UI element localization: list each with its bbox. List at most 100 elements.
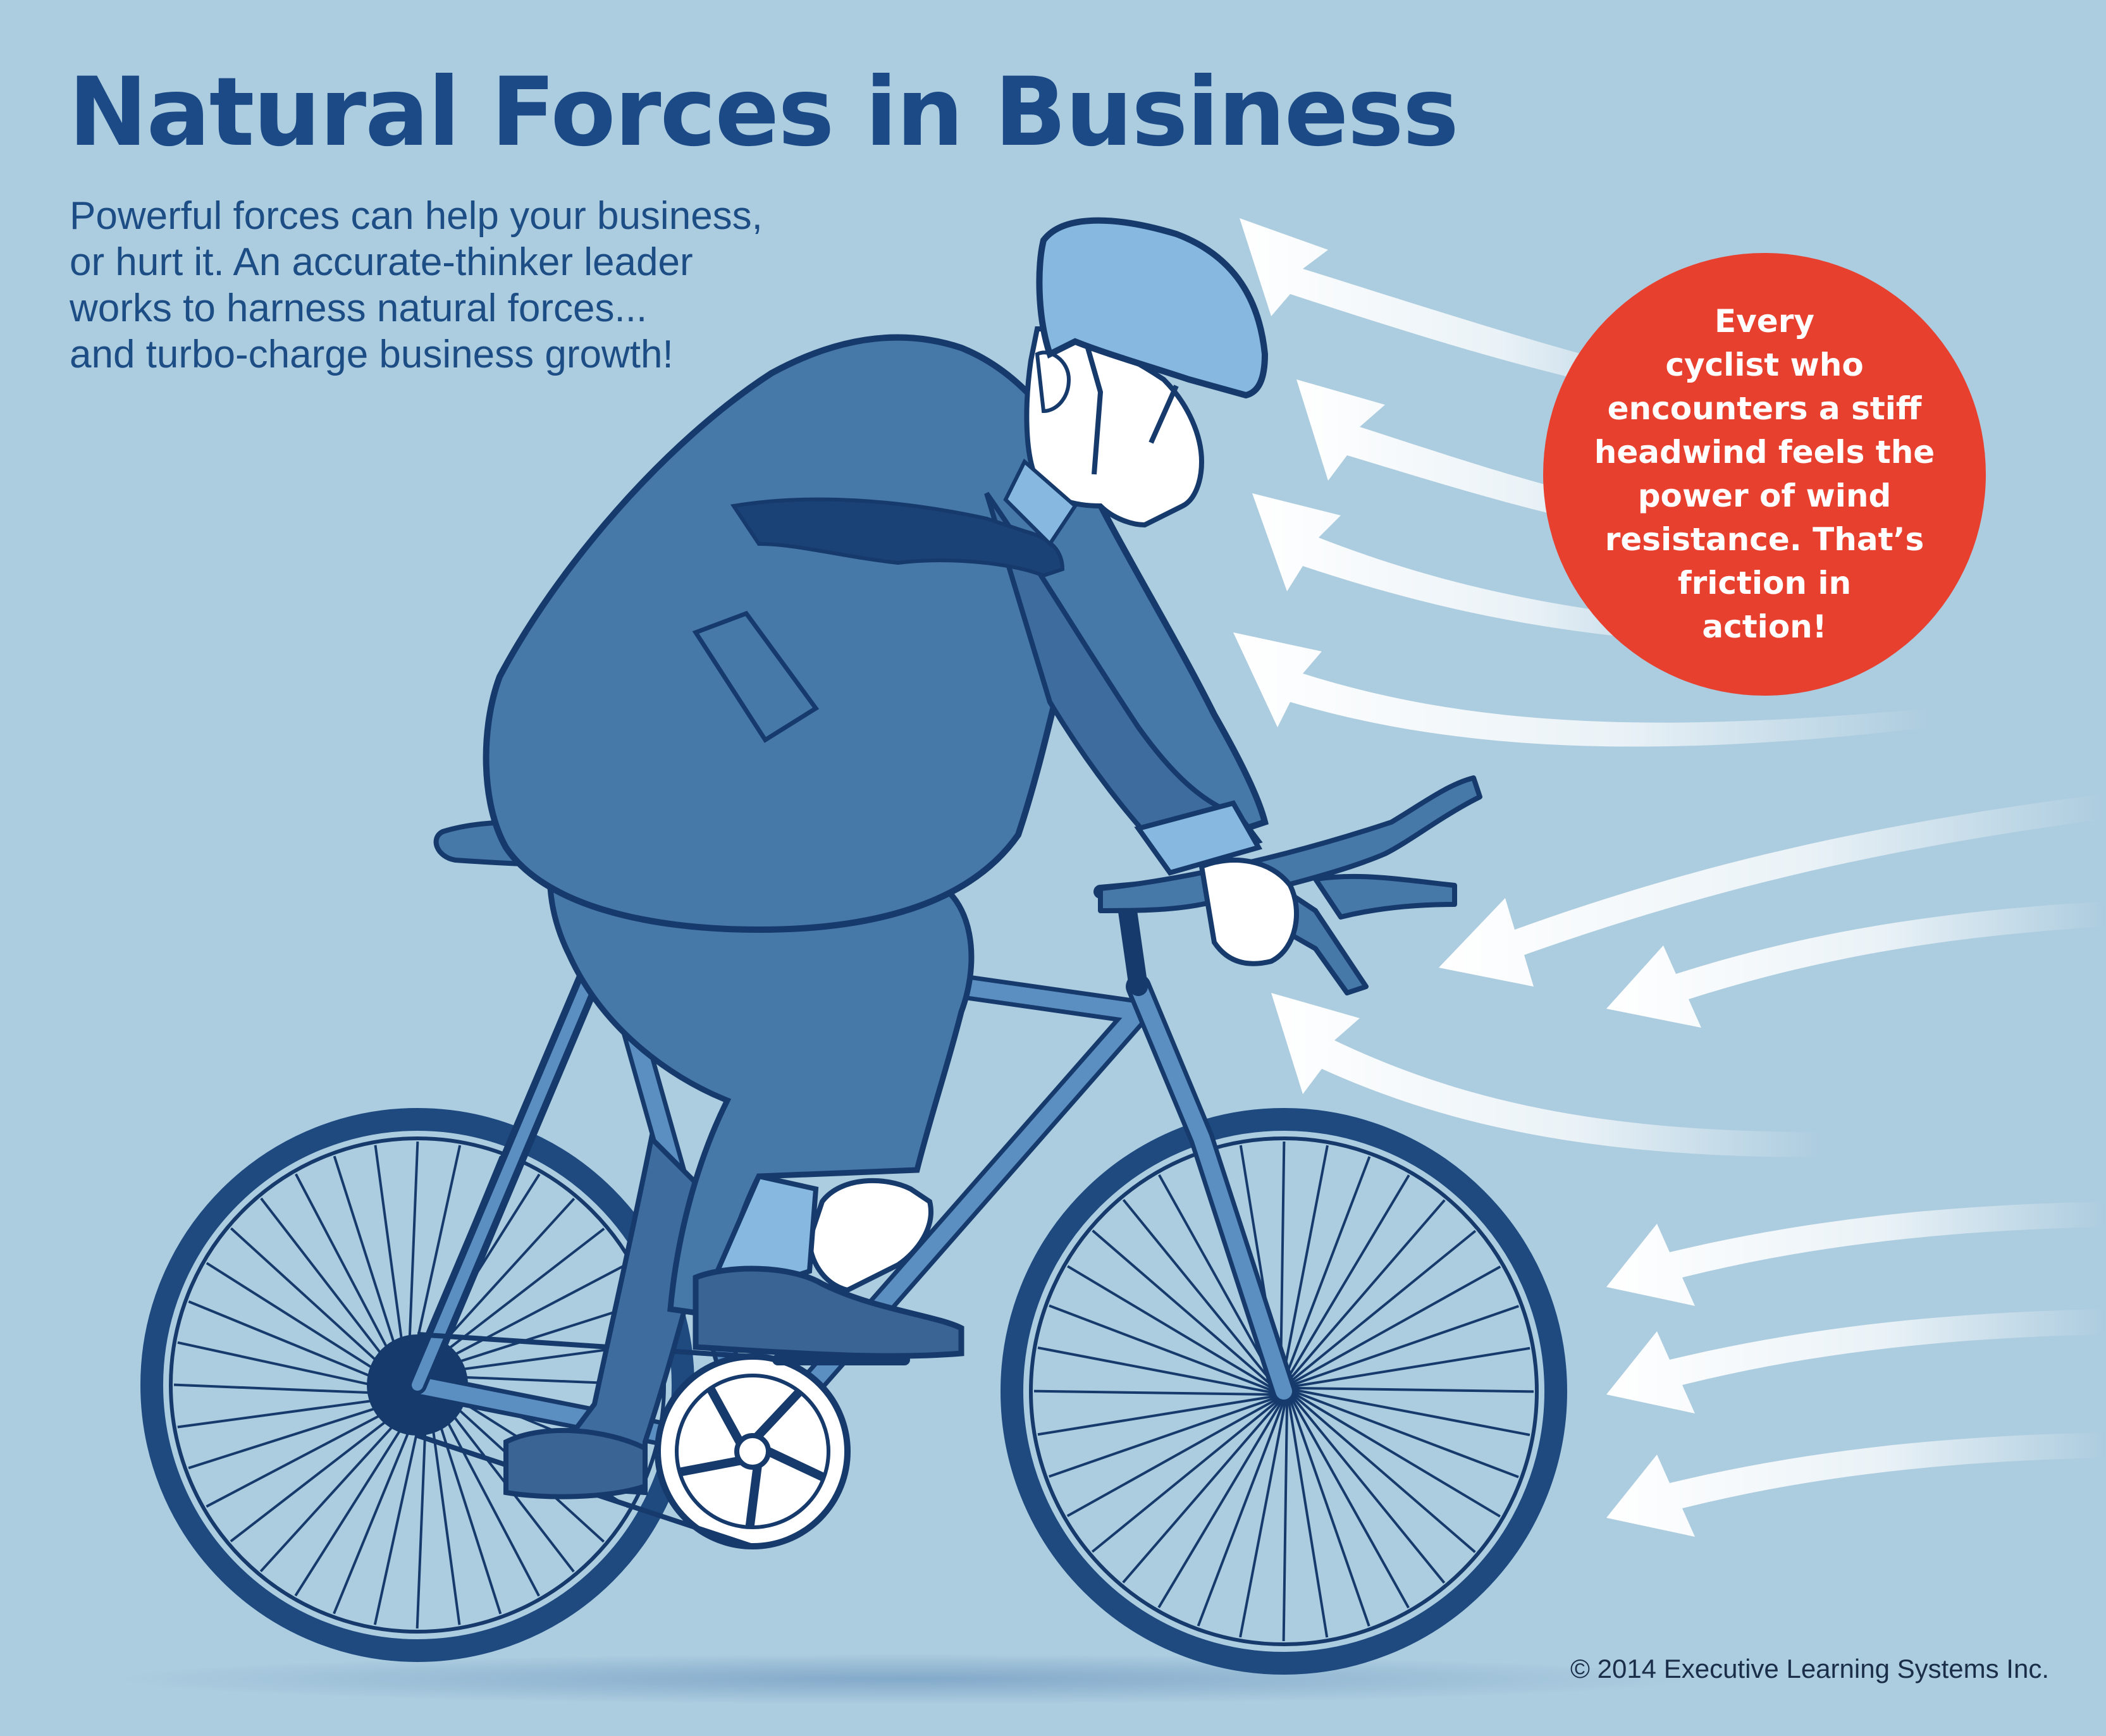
- spoke: [1197, 1400, 1285, 1627]
- spoke: [1284, 1174, 1410, 1383]
- spoke: [754, 1389, 802, 1440]
- intro-paragraph: Powerful forces can help your business, …: [70, 193, 892, 378]
- spoke: [1288, 1398, 1370, 1627]
- shoe: [693, 1265, 964, 1359]
- wind-arrow: [1606, 1309, 2106, 1413]
- spoke: [1293, 1388, 1530, 1436]
- intro-line: works to harness natural forces...: [70, 286, 648, 330]
- spoke: [1288, 1229, 1477, 1384]
- spoke: [1049, 1304, 1275, 1393]
- callout-line: friction in: [1677, 565, 1852, 601]
- spoke: [260, 1197, 397, 1374]
- spoke: [1239, 1400, 1287, 1638]
- spoke: [1287, 1399, 1329, 1638]
- callout-line: power of wind: [1637, 477, 1892, 514]
- wind-arrow: [1233, 632, 1932, 747]
- jacket-pocket: [692, 610, 820, 743]
- spoke: [429, 1228, 605, 1364]
- spoke: [1122, 1399, 1282, 1584]
- spoke: [1049, 1396, 1278, 1478]
- spoke: [333, 1155, 403, 1366]
- ground-shadow: [114, 1654, 1695, 1704]
- intro-line: Powerful forces can help your business,: [70, 194, 763, 238]
- chainring: [655, 1353, 851, 1549]
- wind-arrow: [1606, 1202, 2106, 1306]
- spoke: [1091, 1398, 1280, 1553]
- spoke: [373, 1409, 423, 1625]
- callout-line: encounters a stiff: [1607, 390, 1922, 427]
- callout-line: resistance. That’s: [1604, 521, 1924, 558]
- spoke: [259, 1408, 410, 1573]
- spoke: [1122, 1198, 1277, 1388]
- spoke: [1092, 1229, 1276, 1389]
- wind-arrow: [1606, 901, 2106, 1028]
- helmet: [1036, 217, 1269, 399]
- spoke: [767, 1447, 825, 1481]
- spoke: [177, 1396, 396, 1429]
- callout-text: Every cyclist who encounters a stiff hea…: [1594, 300, 1935, 649]
- wind-arrow: [1606, 1432, 2106, 1537]
- callout-line: action!: [1702, 608, 1827, 645]
- callout-line: Every: [1715, 303, 1814, 340]
- shirt-collar: [1003, 459, 1078, 547]
- spoke: [230, 1406, 406, 1542]
- spoke: [1290, 1396, 1410, 1609]
- spoke: [1033, 1389, 1275, 1396]
- spoke: [1066, 1397, 1279, 1517]
- spoke: [206, 1262, 393, 1382]
- spoke: [1067, 1265, 1276, 1391]
- spoke: [745, 1465, 762, 1527]
- spoke: [1293, 1390, 1519, 1479]
- spoke: [1157, 1400, 1284, 1608]
- spoke: [706, 1387, 744, 1444]
- spoke: [1291, 1393, 1476, 1553]
- copyright-notice: © 2014 Executive Learning Systems Inc.: [1570, 1654, 2049, 1684]
- page-title: Natural Forces in Business: [68, 58, 1459, 168]
- necktie: [730, 497, 1065, 578]
- callout-bubble: Every cyclist who encounters a stiff hea…: [1543, 253, 1986, 696]
- intro-line: or hurt it. An accurate-thinker leader: [70, 240, 693, 284]
- spoke: [433, 1262, 629, 1367]
- spoke: [680, 1456, 741, 1477]
- spoke: [436, 1300, 647, 1370]
- callout-line: headwind feels the: [1594, 434, 1935, 471]
- cuff: [1134, 800, 1263, 876]
- callout-line: cyclist who: [1665, 347, 1864, 383]
- spoke: [412, 1145, 462, 1361]
- spoke: [1291, 1395, 1446, 1584]
- spoke: [1291, 1346, 1530, 1388]
- spoke: [177, 1341, 393, 1391]
- spoke: [374, 1145, 406, 1364]
- spoke: [435, 1400, 540, 1597]
- helmet-strap: [1085, 347, 1179, 475]
- spoke: [295, 1173, 400, 1370]
- spoke: [1290, 1305, 1519, 1387]
- spoke: [1282, 1400, 1289, 1642]
- spoke: [173, 1383, 394, 1395]
- spoke: [230, 1227, 395, 1377]
- spoke: [333, 1410, 419, 1615]
- spoke: [1292, 1391, 1501, 1518]
- spoke: [1293, 1386, 1534, 1393]
- spoke: [1286, 1199, 1446, 1384]
- spoke: [188, 1400, 398, 1470]
- wind-arrow: [1439, 794, 2106, 987]
- spoke: [1158, 1174, 1278, 1386]
- spoke: [294, 1409, 414, 1597]
- spoke: [1289, 1265, 1501, 1386]
- wind-arrow: [1271, 993, 1821, 1157]
- spoke: [1037, 1394, 1276, 1436]
- hand: [1198, 858, 1299, 966]
- far-shoe: [503, 1427, 648, 1499]
- spoke: [206, 1403, 402, 1508]
- spoke: [1037, 1346, 1275, 1394]
- spoke: [407, 1141, 419, 1362]
- spoke: [1283, 1156, 1371, 1382]
- front-wheel: [1001, 1108, 1567, 1675]
- intro-line: and turbo-charge business growth!: [70, 333, 674, 376]
- spoke: [1281, 1145, 1329, 1382]
- spoke: [416, 1408, 428, 1629]
- spoke: [188, 1300, 393, 1386]
- spoke: [432, 1404, 502, 1615]
